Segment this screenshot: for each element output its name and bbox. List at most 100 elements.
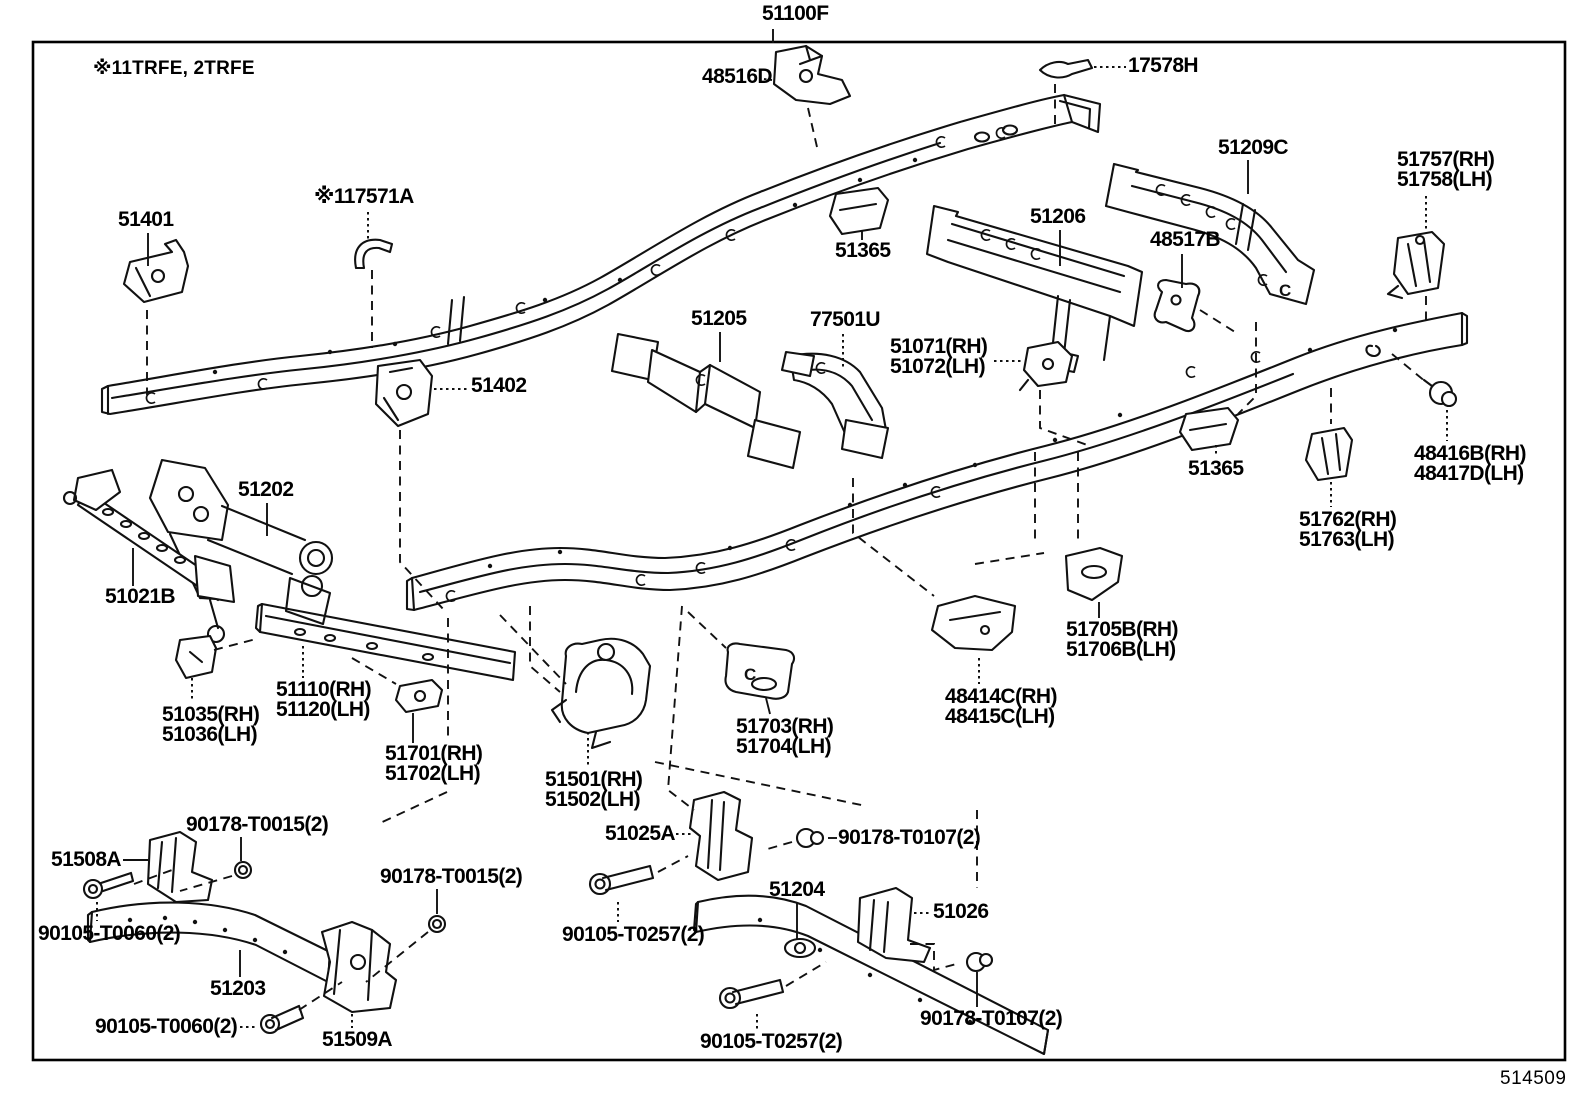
part-48517B-drawing <box>1153 278 1201 333</box>
assembly-dash-lines <box>133 84 1427 1011</box>
rivet-dot <box>857 177 863 183</box>
part-marking-c: C <box>744 665 756 684</box>
lower-frame-rail-drawing <box>405 311 1469 612</box>
hole-mark <box>1250 350 1261 364</box>
rivet-dot <box>487 563 493 569</box>
hole-mark <box>1185 365 1196 379</box>
part-51365-left-drawing <box>828 186 890 236</box>
part-51035-drawing <box>174 634 218 680</box>
bolt-90105-T0257-b <box>718 978 785 1010</box>
part-51205-drawing <box>610 332 802 470</box>
part-51501-drawing <box>550 637 652 750</box>
rivet-dot <box>847 502 853 508</box>
bolt-90105-T0257-a <box>588 864 655 896</box>
rivet-dot <box>542 297 548 303</box>
part-51402-drawing <box>374 358 434 428</box>
rivet-dot <box>162 915 168 921</box>
part-51705B-drawing <box>1064 546 1124 602</box>
hole-mark <box>1180 193 1191 207</box>
part-51021B-drawing <box>62 468 236 604</box>
rivet-dot <box>917 997 923 1003</box>
part-51203-drawing <box>86 901 332 984</box>
hole-mark <box>725 228 736 242</box>
rivet-dot <box>282 949 288 955</box>
rivet-dot <box>867 972 873 978</box>
rivet-dot <box>972 462 978 468</box>
hole-mark <box>930 485 941 499</box>
hole-mark <box>935 135 946 149</box>
part-48416B-drawing <box>1422 378 1458 408</box>
hole-mark <box>1257 273 1268 287</box>
bolt-90105-T0060-b <box>259 1004 305 1035</box>
hole-mark <box>430 325 441 339</box>
part-77501U-drawing <box>780 350 890 460</box>
part-51508A-drawing <box>146 830 214 904</box>
part-51071-drawing <box>1018 340 1074 392</box>
nut-90178-T0107-b <box>965 951 994 973</box>
part-51202-drawing <box>148 458 334 644</box>
diagram-border <box>31 40 1567 1062</box>
hole-mark <box>695 561 706 575</box>
hole-mark <box>980 228 991 242</box>
rivet-dot <box>557 549 563 555</box>
nut-90178-T0107-a <box>795 827 825 849</box>
hole-mark <box>785 538 796 552</box>
hole-mark <box>515 301 526 315</box>
part-51025A-drawing <box>688 790 754 882</box>
rivet-dot <box>1117 412 1123 418</box>
rivet-dot <box>727 545 733 551</box>
hole-mark <box>635 573 646 587</box>
hole-mark <box>1225 217 1236 231</box>
dotted-leaders <box>96 66 1448 1030</box>
leader-lines <box>123 29 1249 1007</box>
hole-mark <box>995 126 1006 140</box>
part-117571A-drawing <box>354 238 394 270</box>
part-51703-drawing: C <box>724 642 796 700</box>
rivet-dot <box>327 349 333 355</box>
rivet-dot <box>902 482 908 488</box>
rivet-dot <box>192 919 198 925</box>
rivet-dot <box>1052 437 1058 443</box>
part-51701-drawing <box>394 678 444 714</box>
part-48516D-drawing <box>772 44 852 106</box>
rivet-dot <box>127 917 133 923</box>
hole-mark <box>1030 247 1041 261</box>
rivet-dot <box>967 1019 973 1025</box>
hole-mark <box>815 361 826 375</box>
part-51110-drawing <box>254 602 517 682</box>
part-51365-right-drawing <box>1178 406 1240 452</box>
hole-mark <box>695 373 706 387</box>
part-51209C-drawing: C <box>1104 162 1316 306</box>
part-51509A-drawing <box>320 920 398 1014</box>
nut-90178-T0015-b <box>427 914 447 934</box>
nut-90178-T0015-a <box>233 860 253 880</box>
part-17578H-drawing <box>1038 58 1094 79</box>
part-51757-drawing <box>1386 230 1446 300</box>
rivet-dot <box>222 927 228 933</box>
rivet-dot <box>392 341 398 347</box>
rivet-dot <box>912 157 918 163</box>
rivet-dot <box>1307 347 1313 353</box>
rivet-dot <box>252 937 258 943</box>
hole-marks <box>127 126 1398 1025</box>
rivet-dot <box>792 202 798 208</box>
part-48414C-drawing <box>930 594 1017 652</box>
rivet-dot <box>617 277 623 283</box>
hole-mark <box>445 589 456 603</box>
hole-mark <box>145 391 156 405</box>
part-51204-drawing <box>692 894 1050 1056</box>
part-marking-c: C <box>1279 281 1291 300</box>
hole-mark <box>650 263 661 277</box>
part-51401-drawing <box>122 238 190 304</box>
rivet-dot <box>817 947 823 953</box>
hole-mark <box>1005 237 1016 251</box>
hole-mark <box>1205 205 1216 219</box>
upper-frame-rail-drawing <box>100 93 1102 416</box>
rivet-dot <box>1392 327 1398 333</box>
part-51762-drawing <box>1304 426 1354 482</box>
hole-mark <box>257 377 268 391</box>
rivet-dot <box>757 917 763 923</box>
rivet-dot <box>212 369 218 375</box>
